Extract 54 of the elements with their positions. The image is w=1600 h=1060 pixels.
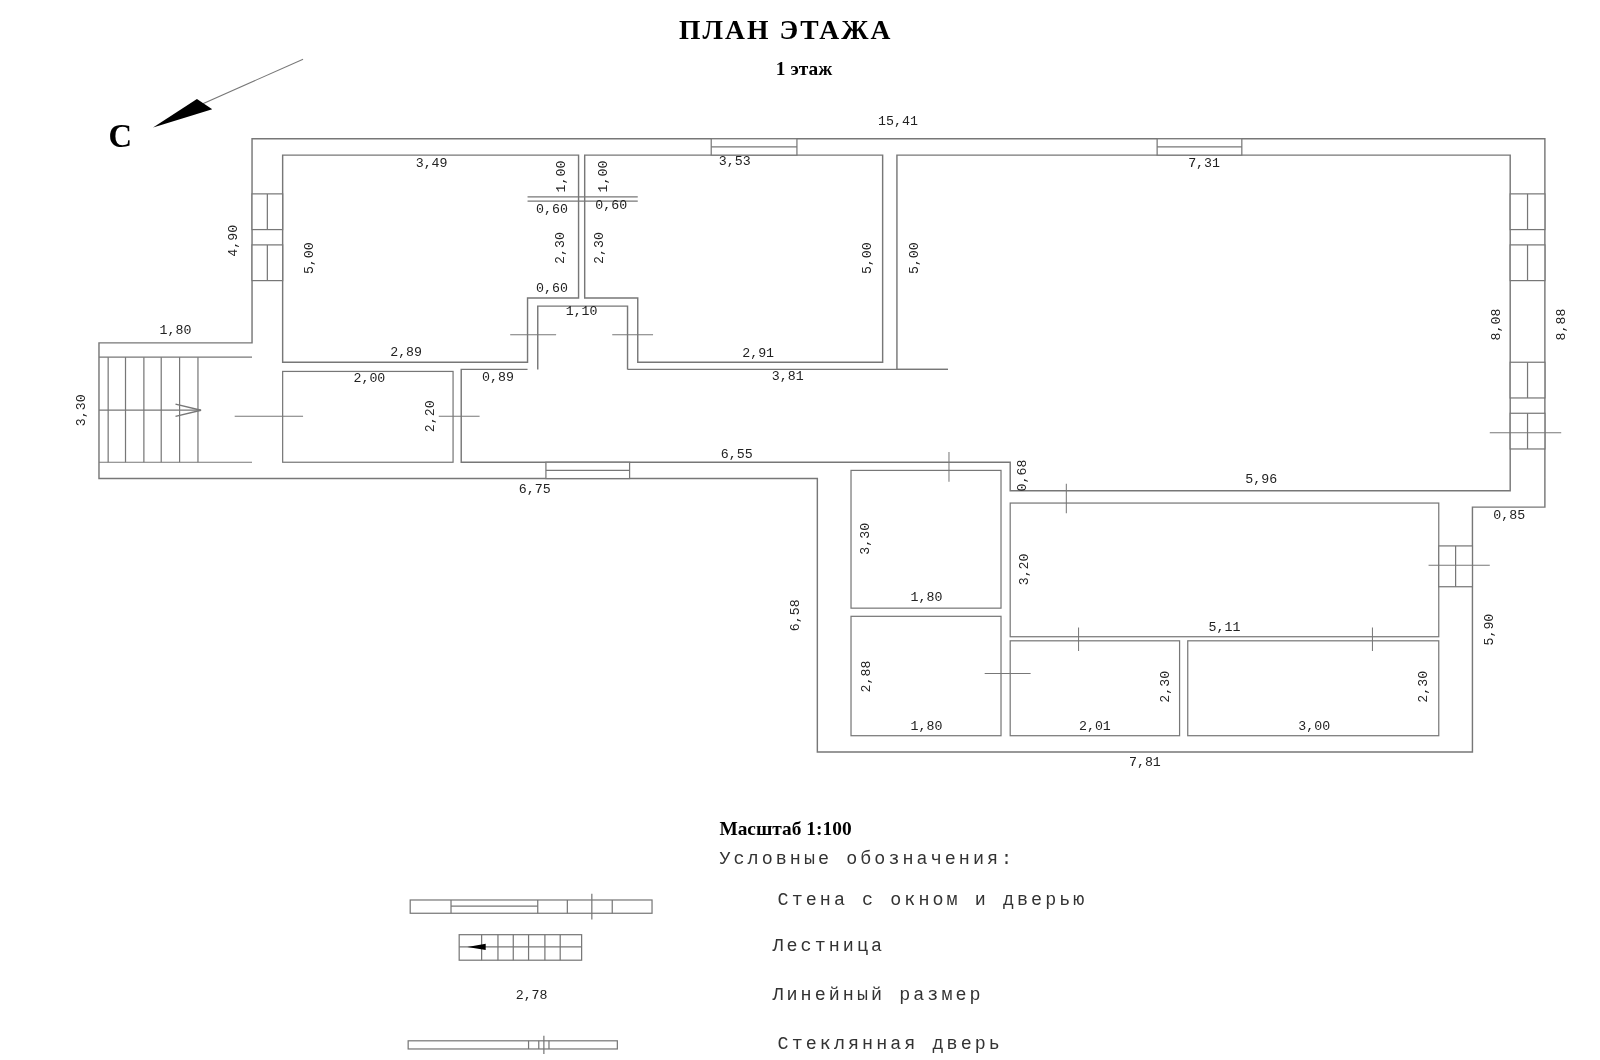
dimension-label: 3,81	[771, 369, 804, 384]
dimension-label: 5,90	[1483, 613, 1497, 646]
dimension-label: 2,30	[1416, 670, 1431, 703]
dimension-label: 1,80	[910, 590, 943, 604]
dimension-label: 7,31	[1188, 156, 1220, 170]
dimension-sample: 2,78	[515, 989, 548, 1003]
dimension-label: 3,20	[1017, 553, 1032, 586]
scale-note: Масштаб 1:100	[719, 818, 852, 839]
dimension-label: 2,91	[742, 346, 775, 360]
dimension-label: 6,75	[518, 483, 551, 497]
dimension-label: 2,00	[353, 371, 386, 386]
dimension-label: 1,00	[596, 160, 610, 193]
legend-label: Лестница	[772, 936, 886, 956]
dimension-label: 1,80	[159, 324, 192, 338]
dimension-label: 1,80	[910, 719, 943, 734]
dimension-label: 2,30	[553, 232, 567, 264]
dimension-label: 3,00	[1298, 719, 1331, 734]
dimension-label: 1,00	[554, 160, 568, 193]
dimension-label: 5,96	[1245, 472, 1278, 487]
dimension-label: 2,30	[592, 232, 606, 264]
dimension-label: 0,68	[1015, 459, 1030, 492]
dimension-label: 7,81	[1128, 755, 1161, 769]
dimension-label: 3,30	[75, 394, 89, 427]
dimension-label: 6,55	[720, 447, 753, 461]
dimension-label: 0,85	[1493, 508, 1526, 522]
dimension-label: 0,60	[595, 198, 628, 212]
dimension-label: 3,49	[415, 156, 448, 170]
dimension-label: 5,00	[860, 242, 874, 275]
dimension-label: 4,90	[227, 224, 241, 257]
dimension-label: 15,41	[878, 114, 918, 129]
dimension-label: 1,10	[565, 304, 598, 318]
legend-heading: Условные обозначения:	[719, 850, 1016, 869]
dimension-label: 2,20	[424, 400, 438, 433]
legend-label: Стеклянная дверь	[777, 1034, 1003, 1054]
floor-subtitle: 1 этаж	[775, 58, 833, 79]
dimension-label: 8,88	[1554, 308, 1568, 341]
dimension-label: 3,53	[718, 154, 751, 168]
dimension-label: 2,88	[859, 660, 873, 693]
dimension-label: 8,08	[1490, 308, 1504, 341]
dimension-label: 6,58	[789, 599, 803, 632]
dimension-label: 5,11	[1208, 620, 1241, 635]
dimension-label: 2,30	[1158, 670, 1172, 703]
dimension-label: 2,01	[1078, 719, 1111, 734]
legend-label: Линейный размер	[772, 985, 984, 1005]
dimension-label: 5,00	[907, 242, 921, 275]
plan-title: ПЛАН ЭТАЖА	[679, 16, 893, 45]
legend-label: Стена с окном и дверью	[777, 890, 1088, 910]
dimension-label: 2,89	[390, 345, 423, 359]
dimension-label: 0,89	[482, 370, 514, 385]
dimension-label: 0,60	[536, 282, 568, 296]
dimension-label: 5,00	[302, 242, 316, 275]
north-letter: С	[108, 119, 133, 153]
dimension-label: 0,60	[536, 202, 568, 216]
dimension-label: 3,30	[858, 522, 872, 555]
